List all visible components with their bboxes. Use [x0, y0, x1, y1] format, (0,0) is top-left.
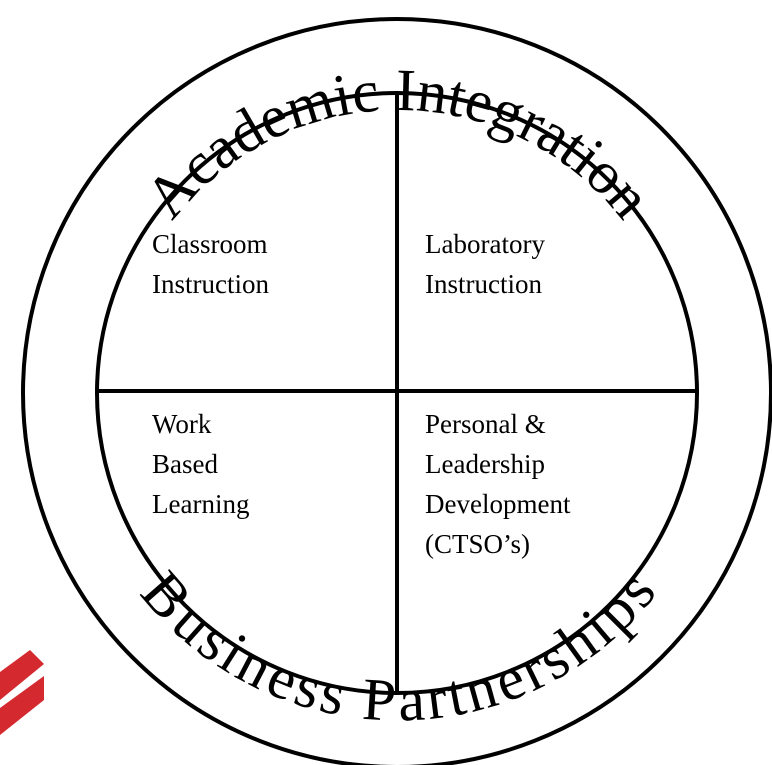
- outer-ring: [21, 17, 772, 765]
- quadrant-work-based-learning: Work Based Learning: [152, 409, 249, 519]
- quadrant-classroom-instruction: Classroom Instruction: [152, 229, 274, 299]
- quadrant-laboratory-instruction: Laboratory Instruction: [425, 229, 552, 299]
- corner-accent-logo: [0, 650, 44, 735]
- quadrant-personal-leadership-development: Personal & Leadership Development (CTSO’…: [425, 409, 577, 559]
